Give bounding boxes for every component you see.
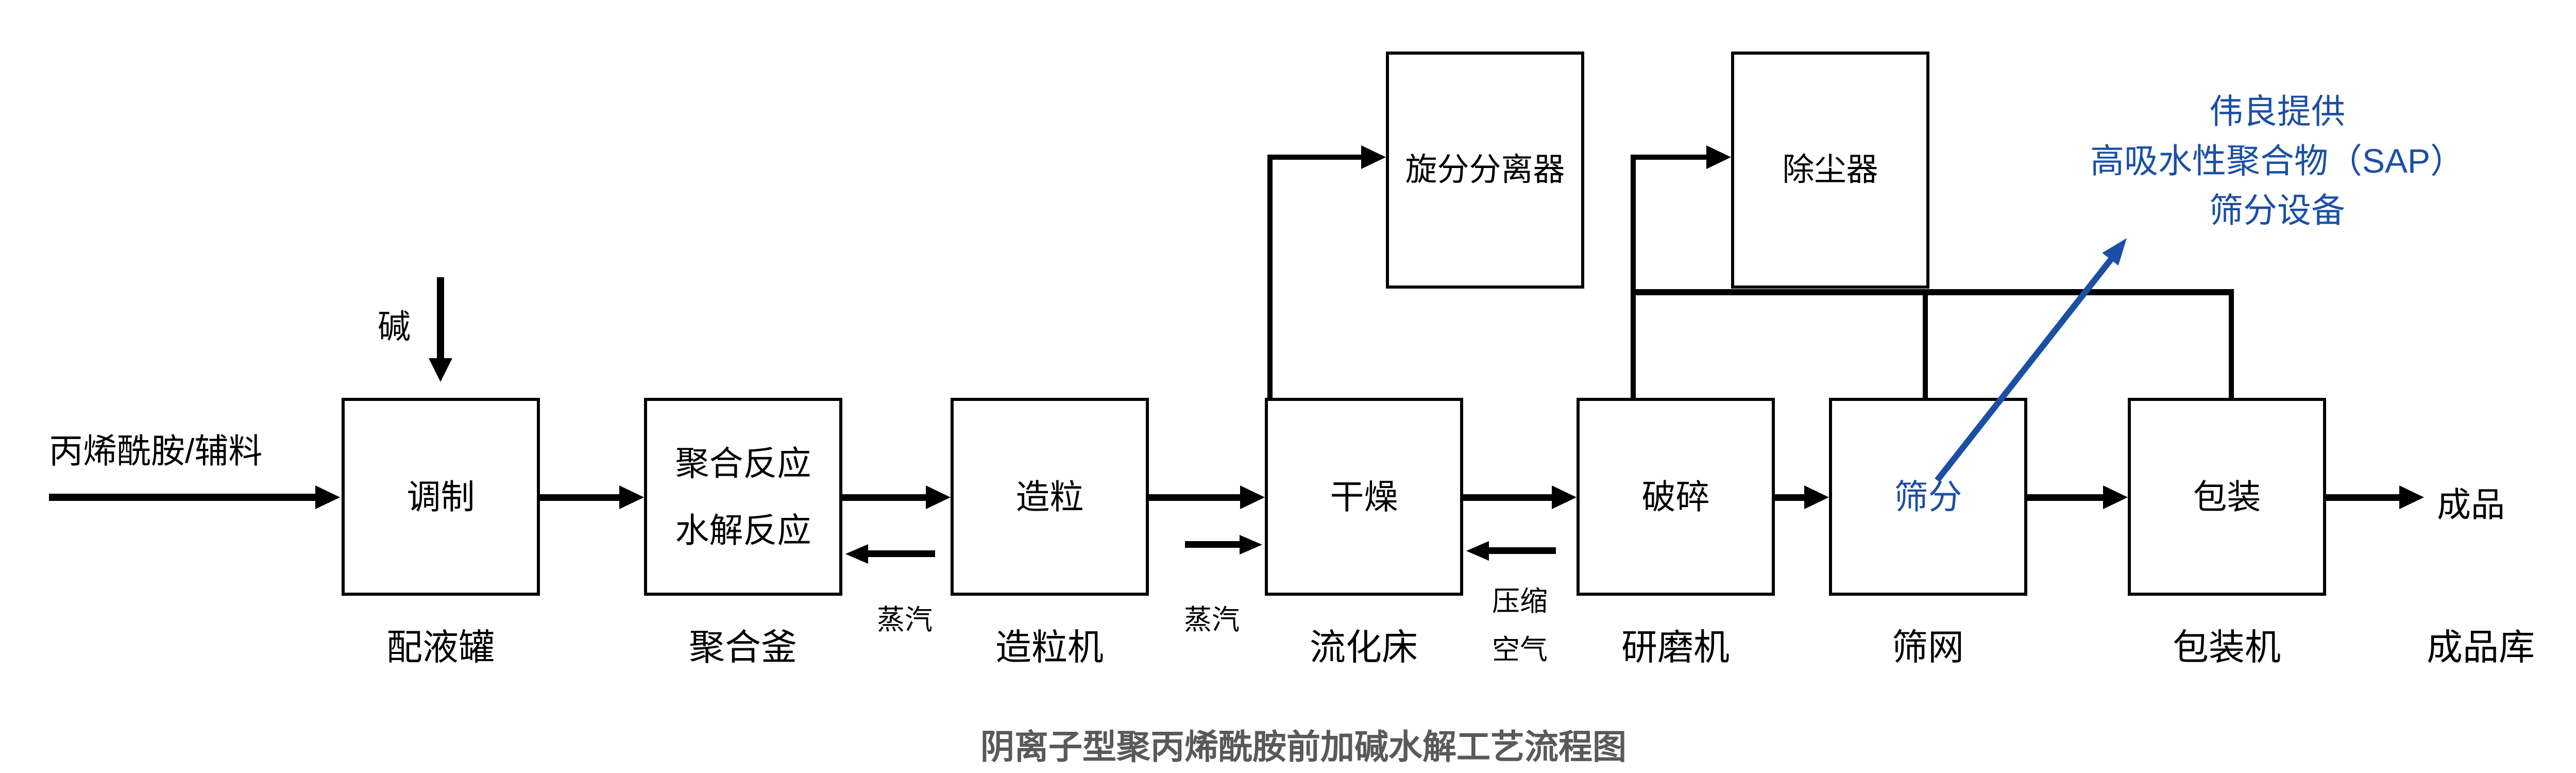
feed-arrow-shaft (49, 494, 315, 501)
flow-arrow-shaft (1775, 494, 1804, 501)
process-box-packing: 包装 (2128, 398, 2326, 596)
sublabel-packing-machine: 包装机 (2173, 627, 2281, 667)
compressed-air-label-line2: 空气 (1492, 634, 1548, 665)
dryer-to-cyclone-vertical-line (1267, 155, 1273, 398)
cyclone-arrowhead-right-icon (1361, 145, 1386, 169)
sublabel-product-warehouse: 成品库 (2427, 627, 2535, 667)
process-box-crushing: 破碎 (1577, 398, 1775, 596)
sublabel-screen-mesh: 筛网 (1892, 627, 1964, 667)
flow-arrowhead-right-icon (2399, 485, 2424, 509)
process-box-screening: 筛分 (1829, 398, 2027, 596)
feed-arrowhead-right-icon (315, 485, 340, 509)
vendor-note-line3: 筛分设备 (2209, 191, 2345, 229)
flow-arrow-shaft (842, 494, 926, 501)
steam-label-dryer: 蒸汽 (1184, 604, 1240, 635)
vendor-note: 伟良提供 高吸水性聚合物（SAP） 筛分设备 (2004, 87, 2550, 235)
dust-collector-arrowhead-right-icon (1706, 145, 1731, 169)
compressed-air-arrow-shaft (1489, 547, 1556, 554)
alkali-label: 碱 (378, 308, 411, 345)
steam-arrow-shaft (868, 550, 935, 557)
process-box-crushing-label: 破碎 (1641, 478, 1710, 516)
dryer-to-cyclone-horizontal-line (1267, 155, 1361, 160)
sublabel-grinder: 研磨机 (1621, 627, 1730, 667)
box-cyclone-separator: 旋分分离器 (1386, 52, 1584, 289)
product-output-label: 成品 (2437, 485, 2505, 524)
dust-collector-label: 除尘器 (1782, 152, 1878, 188)
steam-arrowhead-right-icon (1240, 535, 1262, 554)
steam-label-reactor: 蒸汽 (877, 604, 933, 635)
reaction-line1: 聚合反应 (675, 444, 811, 482)
reaction-line2: 水解反应 (675, 511, 811, 549)
cyclone-separator-label: 旋分分离器 (1405, 152, 1565, 188)
flow-arrowhead-right-icon (1552, 485, 1577, 509)
flow-arrowhead-right-icon (926, 485, 951, 509)
process-box-granulation: 造粒 (951, 398, 1149, 596)
steam-arrow-shaft (1185, 541, 1240, 548)
process-box-reaction: 聚合反应 水解反应 (644, 398, 842, 596)
flow-arrowhead-right-icon (619, 485, 644, 509)
flow-arrow-shaft (2027, 494, 2103, 501)
packing-dust-drop-line (2229, 289, 2234, 398)
process-box-mixing: 调制 (342, 398, 540, 596)
sublabel-fluidized-bed: 流化床 (1310, 627, 1418, 667)
flow-arrowhead-right-icon (1240, 485, 1265, 509)
flow-arrowhead-right-icon (2103, 485, 2128, 509)
sublabel-solution-tank: 配液罐 (386, 627, 495, 667)
flow-arrow-shaft (1463, 494, 1552, 501)
process-box-drying: 干燥 (1265, 398, 1463, 596)
flow-arrowhead-right-icon (1804, 485, 1829, 509)
compressed-air-label-line1: 压缩 (1492, 586, 1548, 617)
vendor-note-line1: 伟良提供 (2209, 92, 2345, 130)
alkali-arrow-shaft (437, 277, 444, 358)
flow-arrow-shaft (1149, 494, 1240, 501)
steam-arrowhead-left-icon (845, 544, 868, 564)
flow-arrow-shaft (540, 494, 619, 501)
blue-callout-arrow (1935, 238, 2127, 482)
feed-input-label: 丙烯酰胺/辅料 (49, 432, 263, 470)
process-box-mixing-label: 调制 (406, 478, 475, 516)
alkali-arrowhead-down-icon (429, 358, 452, 382)
process-box-screening-label: 筛分 (1894, 478, 1962, 516)
crusher-to-dust-vertical-line (1631, 155, 1636, 398)
sublabel-granulator: 造粒机 (995, 627, 1104, 667)
box-dust-collector: 除尘器 (1731, 52, 1929, 289)
crusher-to-dust-horizontal-line (1631, 155, 1706, 160)
vendor-note-line2: 高吸水性聚合物（SAP） (2090, 142, 2465, 180)
flow-arrow-shaft (2326, 494, 2399, 501)
process-box-granulation-label: 造粒 (1015, 478, 1084, 516)
compressed-air-arrowhead-left-icon (1466, 541, 1489, 561)
process-box-drying-label: 干燥 (1330, 478, 1398, 516)
process-box-packing-label: 包装 (2193, 478, 2261, 516)
diagram-caption: 阴离子型聚丙烯酰胺前加碱水解工艺流程图 (980, 728, 1626, 766)
sublabel-polymer-kettle: 聚合釜 (689, 627, 797, 667)
screening-dust-drop-line (1923, 289, 1928, 398)
